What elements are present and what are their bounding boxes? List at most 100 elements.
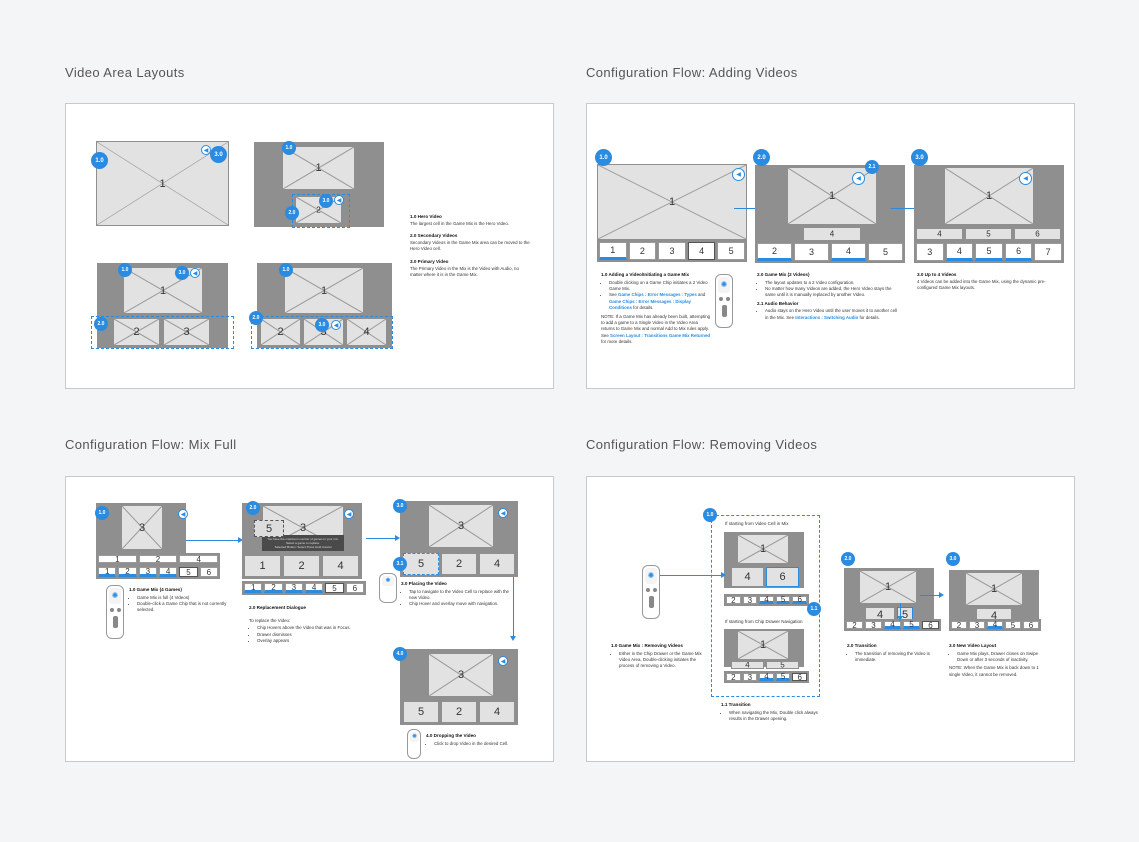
- game-chip[interactable]: 4: [884, 620, 901, 629]
- game-chip[interactable]: 3: [658, 242, 686, 260]
- remote-control-icon: ✺: [106, 585, 124, 639]
- game-chip[interactable]: 4: [759, 672, 774, 681]
- flow-arrow: [660, 572, 726, 578]
- note-link[interactable]: Game Chips : Error Messages : Display Co…: [609, 298, 691, 311]
- speaker-icon: ◀: [498, 656, 508, 666]
- cell-number: 5: [780, 661, 785, 669]
- game-chip[interactable]: 5: [717, 242, 745, 260]
- secondary-video-placeholder: 6: [766, 567, 799, 587]
- cell-number: 3: [457, 520, 465, 532]
- remote-control-icon: ✺: [379, 573, 397, 603]
- note-link[interactable]: Interactions : Switching Audio: [795, 314, 859, 320]
- badge-step: 1.0: [95, 506, 109, 520]
- badge-step: 3.0: [911, 149, 928, 166]
- game-chip[interactable]: 3: [916, 243, 944, 261]
- flow-arrow: [366, 535, 400, 541]
- game-chip[interactable]: 4: [987, 620, 1003, 629]
- game-chip[interactable]: 6: [1023, 621, 1039, 630]
- game-chip[interactable]: 7: [1034, 243, 1062, 261]
- note-link[interactable]: Screen Layout : Transitions Game Mix Ret…: [610, 332, 711, 338]
- game-chip[interactable]: 5: [775, 672, 791, 681]
- game-chip[interactable]: 4: [304, 583, 324, 593]
- cell-number: 1: [315, 162, 322, 174]
- game-chip-drawer: 2 3 4 5 6: [949, 619, 1041, 631]
- game-chip[interactable]: 3: [742, 596, 758, 605]
- game-chip[interactable]: 2: [726, 596, 741, 605]
- game-chip[interactable]: 3: [794, 243, 829, 261]
- hero-video-placeholder: 1: [859, 570, 917, 604]
- cell-number: 6: [779, 571, 786, 583]
- cell-number: 4: [990, 609, 998, 622]
- game-chip[interactable]: 2: [846, 621, 863, 630]
- game-chip[interactable]: 3: [742, 673, 758, 682]
- game-chip[interactable]: 3: [865, 621, 882, 630]
- secondary-video-placeholder: 3: [163, 318, 210, 346]
- cell-number: 4: [744, 571, 751, 583]
- note-link[interactable]: Game Chips : Error Messages : Types: [618, 292, 697, 298]
- panel-removing-videos: 1.0 If starting from Video Cell in Mix 1…: [586, 476, 1075, 762]
- note-bullet: Drawer dismisses: [257, 632, 359, 638]
- game-chip[interactable]: 6: [1004, 243, 1033, 261]
- note-heading: 3.0 Up to 4 Videos: [917, 272, 957, 277]
- cell-number: 4: [493, 706, 501, 718]
- section-title-layouts: Video Area Layouts: [65, 65, 185, 80]
- badge-hero: 1.0: [282, 141, 296, 155]
- hero-video-placeholder: 1: [96, 141, 229, 226]
- note-bullet: Tap to navigate to the Video Cell to rep…: [409, 589, 511, 602]
- game-chip[interactable]: 5: [868, 243, 903, 261]
- note-bullet: Overlay appears: [257, 638, 359, 644]
- game-chip[interactable]: 5: [775, 595, 791, 604]
- flow-arrow: [186, 537, 243, 543]
- game-chip[interactable]: 4: [759, 595, 774, 604]
- game-chip[interactable]: 6: [792, 673, 807, 682]
- game-chip[interactable]: 4: [831, 243, 866, 261]
- cell-number: 4: [493, 558, 501, 570]
- game-chip[interactable]: 3: [969, 621, 985, 630]
- game-chip[interactable]: 3: [284, 583, 303, 593]
- game-chip[interactable]: 3: [138, 567, 157, 577]
- adding-note-2: 2.0 Game Mix (2 Videos) The layout updat…: [757, 272, 897, 323]
- game-chip[interactable]: 5: [1005, 621, 1021, 630]
- note-bullet: Audio stays on the Hero Video until the …: [765, 308, 897, 321]
- secondary-video-placeholder: 4: [803, 227, 861, 241]
- game-chip[interactable]: 4: [687, 242, 716, 260]
- secondary-video-placeholder: 4: [731, 567, 764, 587]
- note-heading: 1.0 Game Mix : Removing Videos: [611, 643, 683, 648]
- game-chip[interactable]: 2: [951, 621, 967, 630]
- touch-pad-icon: ✺: [645, 568, 657, 584]
- game-chip[interactable]: 2: [628, 242, 657, 260]
- game-chip[interactable]: 2: [726, 673, 741, 682]
- secondary-highlight: [91, 316, 234, 349]
- touch-pad-icon: ✺: [109, 588, 121, 604]
- game-chip[interactable]: 2: [757, 243, 792, 261]
- mixfull-note-4: 4.0 Dropping the Video Click to drop Vid…: [426, 733, 536, 749]
- speaker-icon: ◀: [852, 172, 865, 185]
- hero-video-placeholder: 1: [737, 630, 789, 660]
- game-chip[interactable]: 4: [945, 243, 974, 261]
- game-chip[interactable]: 6: [199, 567, 218, 577]
- note-text: See: [609, 292, 619, 298]
- cell-number: 4: [829, 229, 835, 239]
- game-chip[interactable]: 5: [903, 620, 920, 629]
- note-bullet: Either in the Chip Drawer or the Game Mi…: [619, 651, 711, 670]
- game-chip[interactable]: 5: [325, 583, 344, 593]
- game-chip[interactable]: 1: [599, 242, 627, 260]
- game-chip[interactable]: 4: [158, 567, 178, 577]
- game-chip[interactable]: 6: [792, 595, 807, 604]
- game-chip[interactable]: 6: [922, 621, 939, 630]
- game-chip[interactable]: 2: [118, 567, 137, 577]
- note-text: and: [696, 292, 706, 298]
- secondary-video-placeholder: 5: [965, 228, 1012, 240]
- game-chip[interactable]: 1: [98, 567, 117, 577]
- game-chip[interactable]: 2: [264, 583, 283, 593]
- note-bullet: Game Mix plays, Drawer closes on Swipe D…: [957, 651, 1049, 664]
- cell-number: 4: [876, 608, 884, 621]
- game-chip[interactable]: 5: [975, 243, 1003, 261]
- cell-number: 4: [363, 326, 370, 338]
- game-chip[interactable]: 5: [179, 567, 198, 577]
- game-chip[interactable]: 1: [244, 583, 263, 593]
- badge-step: 2.0: [841, 552, 855, 566]
- game-chip[interactable]: 6: [345, 583, 364, 593]
- layouts-legend: 1.0 Hero Video The largest cell in the G…: [410, 214, 530, 279]
- removing-note-11: 1.1 Transition When navigating the Mix, …: [721, 702, 821, 724]
